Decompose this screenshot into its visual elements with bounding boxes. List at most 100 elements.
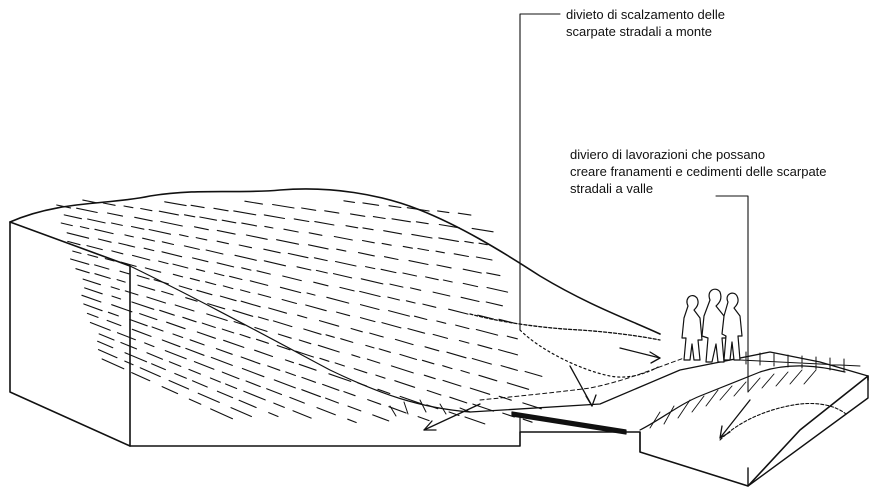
hatch-stroke: [216, 349, 232, 355]
hatch-stroke: [274, 380, 295, 388]
hatch-stroke: [327, 297, 349, 303]
hatch-stroke: [277, 240, 299, 245]
hatch-stroke: [264, 261, 285, 266]
upper-road-debris: [520, 330, 660, 377]
annotation-downslope-line-1: diviero di lavorazioni che possano: [570, 146, 827, 163]
hatch-stroke: [334, 274, 352, 278]
hatch-stroke: [487, 273, 500, 276]
annotation-upslope-line-2: scarpate stradali a monte: [566, 23, 725, 40]
hatch-stroke: [258, 317, 268, 320]
hatch-stroke: [282, 300, 296, 304]
hatch-stroke: [433, 334, 447, 338]
hatch-stroke: [427, 390, 441, 395]
hatch-stroke: [507, 383, 528, 390]
hatch-stroke: [160, 310, 175, 315]
hatch-stroke: [320, 358, 329, 361]
hatch-stroke: [242, 268, 251, 270]
hatch-stroke: [226, 384, 237, 389]
hatch-stroke: [162, 291, 173, 295]
hatch-stroke: [124, 206, 133, 208]
hatch-stroke: [523, 419, 532, 422]
hatch-stroke: [436, 251, 444, 253]
hatch-stroke: [64, 215, 81, 219]
annotation-downslope: diviero di lavorazioni che possano crear…: [570, 146, 827, 197]
hatch-stroke: [112, 251, 123, 254]
hatch-stroke: [173, 334, 183, 338]
hatch-stroke: [307, 293, 315, 295]
hatch-stroke: [152, 327, 163, 331]
hatch-stroke: [459, 341, 469, 344]
hatch-stroke: [370, 333, 383, 337]
hatch-stroke: [194, 362, 214, 370]
arrow-upper-right: [620, 348, 660, 358]
hatch-stroke: [235, 255, 256, 260]
hatch-stroke: [125, 235, 133, 237]
hatch-stroke: [245, 201, 263, 204]
hatch-stroke: [299, 364, 316, 370]
hatch-stroke: [147, 353, 163, 359]
hatch-stroke: [141, 209, 152, 211]
arrow-left: [424, 404, 480, 430]
hatch-stroke: [373, 217, 385, 219]
hatch-stroke: [108, 213, 123, 216]
hatch-stroke: [407, 208, 429, 211]
hatch-stroke: [461, 297, 479, 301]
hatch-stroke: [318, 345, 339, 352]
hatch-stroke: [132, 373, 150, 381]
hatch-stroke: [461, 371, 469, 374]
hatch-stroke: [486, 302, 502, 306]
hatch-stroke: [437, 321, 446, 323]
hatch-stroke: [479, 375, 497, 381]
hatch-stroke: [257, 339, 269, 343]
hatch-stroke: [314, 258, 327, 261]
hatch-stroke: [306, 305, 327, 311]
hatch-stroke: [437, 265, 451, 268]
hatch-stroke: [140, 314, 157, 320]
hatch-stroke: [135, 217, 153, 221]
hatch-stroke: [162, 252, 182, 257]
hatch-stroke: [304, 329, 321, 334]
hatch-stroke: [325, 211, 339, 213]
hatch-stroke: [337, 249, 346, 251]
hatch-stroke: [283, 276, 302, 281]
hatch-stroke: [326, 398, 339, 403]
hatch-stroke: [361, 318, 376, 322]
hatch-stroke: [351, 329, 362, 332]
hatch-stroke: [286, 372, 296, 376]
hatch-stroke: [220, 296, 236, 301]
hatch-stroke: [95, 229, 113, 233]
hatch-stroke: [470, 388, 489, 394]
hatch-stroke: [409, 261, 428, 265]
hatch-stroke: [425, 347, 439, 351]
hatch-stroke: [302, 208, 316, 210]
hatch-stroke: [98, 239, 111, 242]
hatch-stroke: [154, 280, 168, 284]
hatch-stroke: [173, 264, 188, 268]
hatch-stroke: [231, 408, 251, 417]
hatch-stroke: [267, 389, 282, 395]
hatch-stroke: [246, 235, 267, 239]
hatch-stroke: [391, 366, 413, 373]
hatch-stroke: [197, 269, 205, 271]
hatch-stroke: [258, 294, 270, 297]
upper-road-cut: [470, 314, 660, 340]
hatch-stroke: [408, 329, 425, 334]
hatch-stroke: [507, 336, 517, 339]
hatch-stroke: [215, 273, 224, 276]
hatch-stroke: [297, 267, 311, 270]
hatch-stroke: [424, 375, 435, 379]
hatch-stroke: [340, 287, 354, 291]
hatch-stroke: [144, 248, 154, 250]
hatch-stroke: [302, 377, 316, 382]
block-front-face: [130, 376, 868, 486]
hatch-stroke: [173, 274, 182, 277]
hatch-stroke: [273, 205, 294, 209]
leader-upslope: [520, 14, 560, 330]
hatch-stroke: [439, 238, 459, 242]
hatch-stroke: [385, 257, 399, 260]
hatch-stroke: [443, 380, 461, 386]
hatch-stroke: [363, 241, 375, 243]
hatch-stroke: [525, 372, 542, 377]
hatch-stroke: [447, 352, 466, 358]
